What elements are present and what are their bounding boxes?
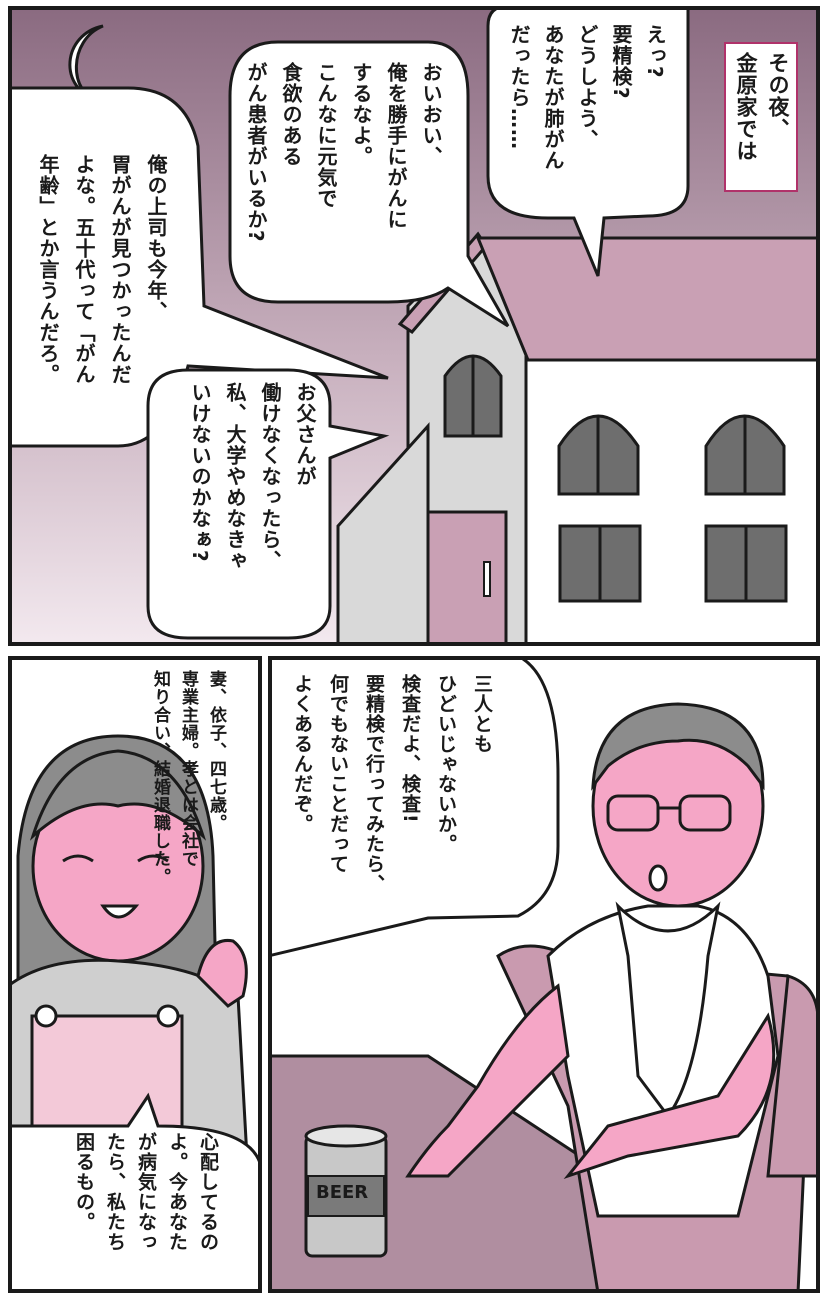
man-arm-right <box>563 1012 776 1180</box>
panel-husband: BEER 三人とも ひどいじゃないか。 検査だよ、検査! 要精検で行ってみたら、… <box>268 656 820 1293</box>
bubble-shape-husband-2 <box>268 656 560 958</box>
house-side-wall <box>336 422 430 646</box>
wife-eye-left <box>62 854 94 863</box>
speech-daughter: お父さんが 働けなくなったら、 私、大学やめなきゃ いけないのかなぁ? <box>188 382 317 571</box>
night-scene-art <box>8 6 820 646</box>
man-arm-left <box>405 983 570 1178</box>
speech-boss-story: 俺の上司も今年、 胃がんが見つかったんだ よな。五十代って「がん 年齢」とか言う… <box>36 154 168 385</box>
house-door <box>426 510 508 646</box>
glasses-left <box>606 794 660 832</box>
husband-scene-art <box>268 656 820 1293</box>
caption-wife-intro: 妻、依子、四七歳。 専業主婦。孝とは会社で 知り合い、結婚退職した。 <box>150 670 226 886</box>
panel-wife: 妻、依子、四七歳。 専業主婦。孝とは会社で 知り合い、結婚退職した。 心配してる… <box>8 656 262 1293</box>
speech-wife: えっ? 要精検? どうしよう、 あなたが肺がん だったら…… <box>507 24 667 171</box>
wife-mouth <box>100 904 140 919</box>
glasses-right <box>678 794 732 832</box>
house-main-roof <box>475 236 820 362</box>
wife-hand <box>196 938 248 1008</box>
bubble-shape-daughter <box>146 368 390 640</box>
caption-box <box>724 42 798 192</box>
bubble-shape-wife <box>486 6 690 277</box>
man-mouth <box>648 864 668 892</box>
speech-wife-worry: 心配してるの よ。今あなた が病気になっ たら、私たち 困るもの。 <box>73 1132 219 1252</box>
wife-eye-right <box>137 854 169 863</box>
wife-scene-art <box>8 734 262 1293</box>
speech-husband-reassure: 三人とも ひどいじゃないか。 検査だよ、検査! 要精検で行ってみたら、 何でもな… <box>291 674 493 894</box>
caption-that-night: その夜、 金原家では <box>734 52 790 162</box>
beer-label: BEER <box>316 1182 369 1203</box>
house <box>336 231 820 646</box>
bubble-shape-husband <box>228 40 510 328</box>
speech-husband: おいおい、 俺を勝手にがんに するなよ。 こんなに元気で 食欲のある がん患者が… <box>244 62 443 243</box>
man-hair <box>591 702 765 791</box>
wife-bangs <box>29 749 207 841</box>
panel-night-house: その夜、 金原家では えっ? 要精検? どうしよう、 あなたが肺がん だったら…… <box>8 6 820 646</box>
towel <box>615 901 721 1119</box>
